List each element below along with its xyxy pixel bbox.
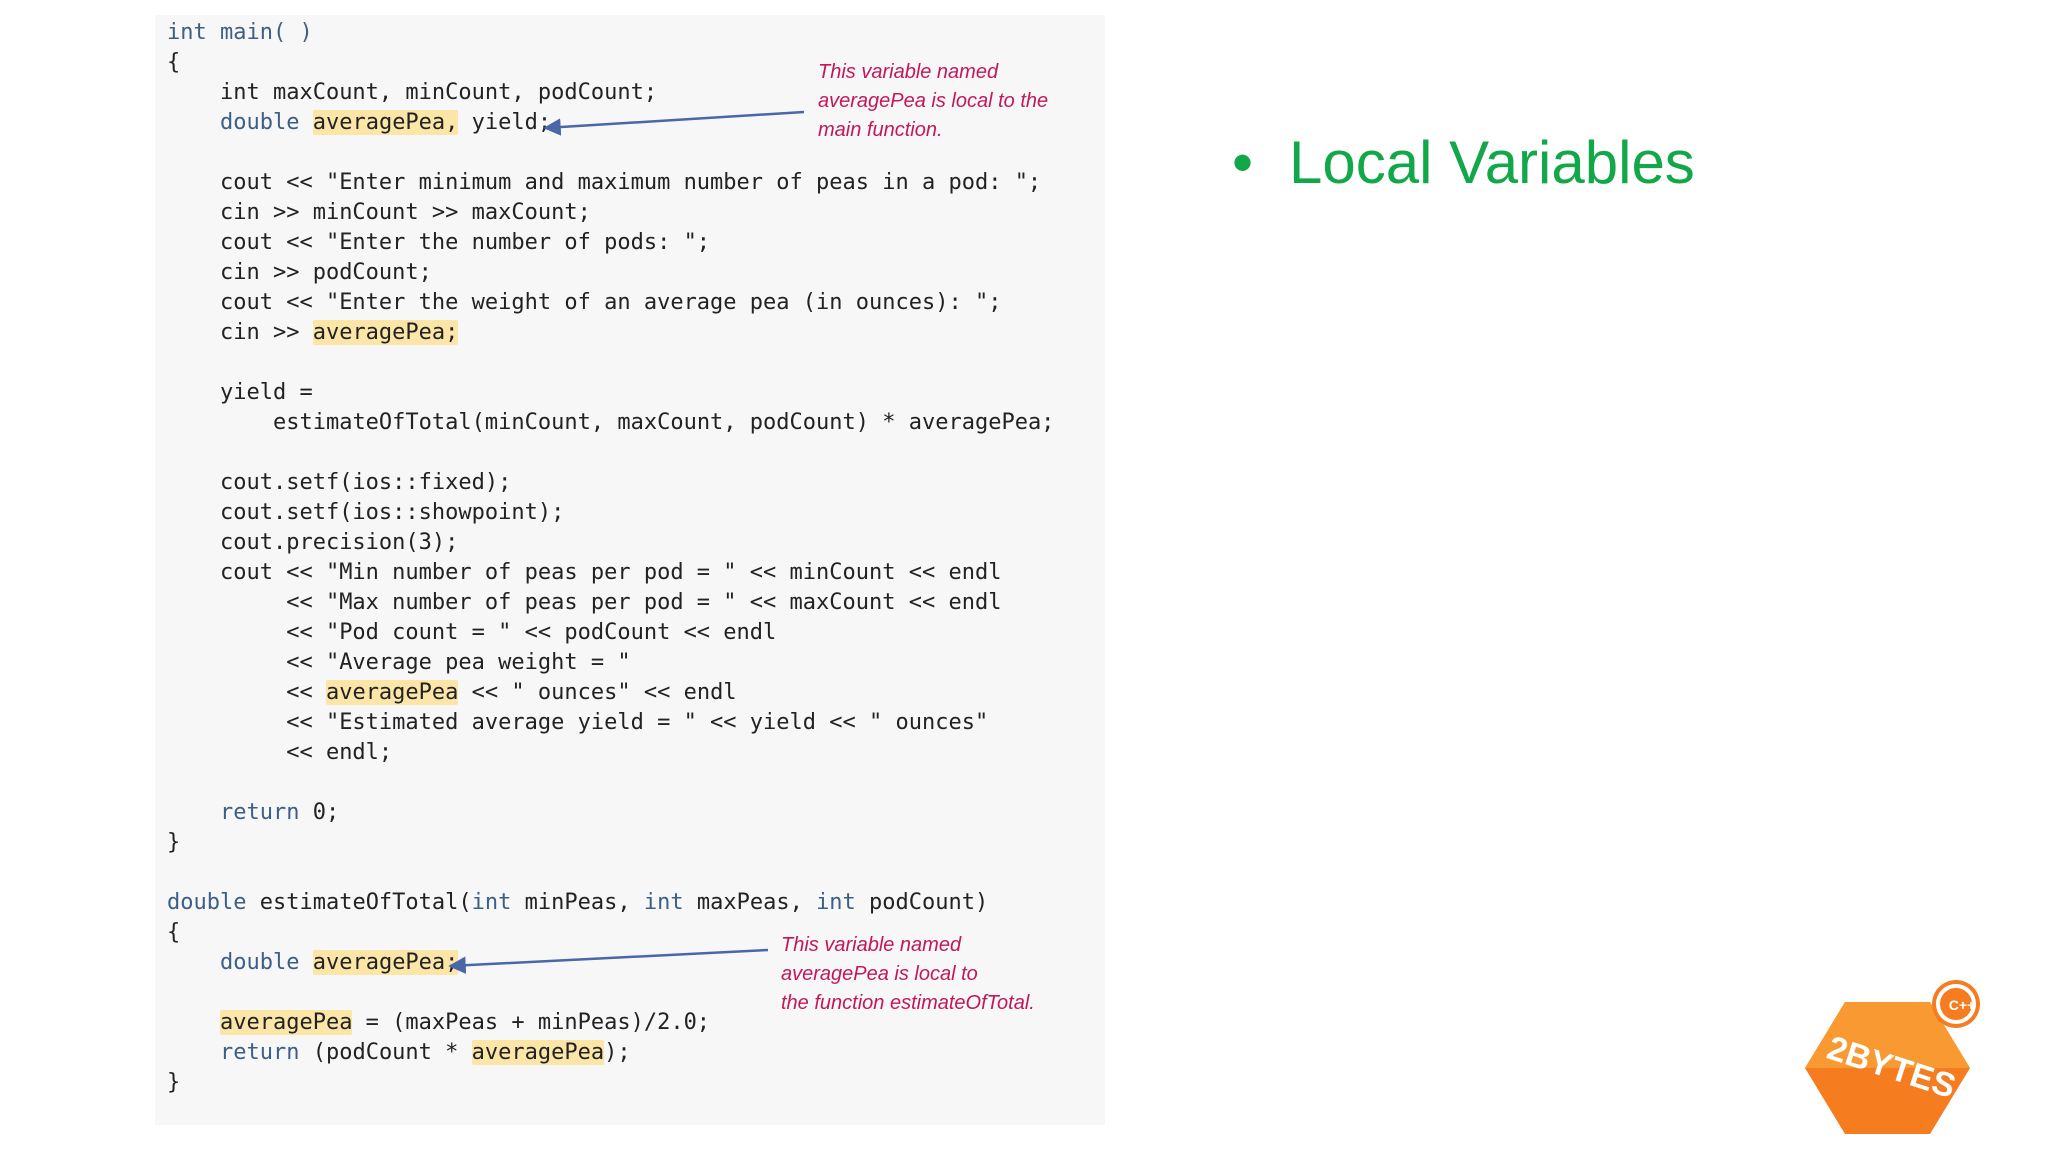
code-line: double averagePea; [167,948,1054,978]
annotation-func-local: This variable named averagePea is local … [781,934,1035,1014]
code-line: } [167,1070,181,1095]
code-text: maxPeas, [683,890,817,915]
code-line: << endl; [167,738,1054,768]
code-panel [155,15,1105,1125]
code-line: cout << "Min number of peas per pod = " … [167,558,1054,588]
code-line: return (podCount * averagePea); [167,1038,1054,1068]
code-line: { [167,920,181,945]
code-line: int main( ) [167,18,1054,48]
code-keyword: double [219,110,300,135]
code-line: << "Pod count = " << podCount << endl [167,618,1054,648]
code-text: (podCount * [299,1040,472,1065]
code-text: cin >> minCount >> maxCount; [219,200,591,225]
code-text: cin >> [219,320,313,345]
code-line: << "Estimated average yield = " << yield… [167,708,1054,738]
code-text: cout << "Min number of peas per pod = " … [219,560,1002,585]
code-text: ); [604,1040,631,1065]
code-text: cin >> podCount; [219,260,432,285]
bullet-local-variables: • Local Variables [1232,128,1695,197]
code-line-main-sig: int main( ) [167,20,313,45]
code-keyword: double [167,890,247,915]
highlight-averagepea-func: averagePea; [312,950,459,975]
code-text: minPeas, [511,890,644,915]
code-line: double estimateOfTotal(int minPeas, int … [167,888,1054,918]
code-text: cout << "Enter minimum and maximum numbe… [219,170,1042,195]
code-text: yield = [219,380,313,405]
logo-badge-text: C++ [1949,997,1975,1013]
code-line: cin >> averagePea; [167,318,1054,348]
code-line-blank [167,438,1054,468]
highlight-averagepea-main: averagePea, [312,110,459,135]
code-text: << " ounces" << endl [458,680,737,705]
code-text: 0; [299,800,340,825]
code-listing: int main( ) { int maxCount, minCount, pod… [167,18,1054,1098]
code-text: << "Average pea weight = " [219,650,631,675]
code-line: int maxCount, minCount, podCount; [167,78,1054,108]
code-line: << "Max number of peas per pod = " << ma… [167,588,1054,618]
bullet-dot-icon: • [1232,129,1254,196]
code-decl-ints: int maxCount, minCount, podCount; [219,80,658,105]
code-text: << "Pod count = " << podCount << endl [219,620,777,645]
code-text: cout.setf(ios::fixed); [219,470,512,495]
code-text: estimateOfTotal( [246,890,472,915]
code-line: double averagePea, yield; [167,108,1054,138]
highlight-averagepea-output: averagePea [325,680,459,705]
2bytes-logo: 2BYTES C++ [1805,980,1980,1134]
code-text: podCount) [855,890,989,915]
code-keyword: int [471,890,512,915]
code-line: { [167,50,181,75]
code-keyword: return [219,1040,300,1065]
code-line: << averagePea << " ounces" << endl [167,678,1054,708]
code-text: cout << "Enter the number of pods: "; [219,230,711,255]
code-line: cout << "Enter minimum and maximum numbe… [167,168,1054,198]
code-line-blank [167,768,1054,798]
code-keyword: return [219,800,300,825]
code-line-blank [167,858,1054,888]
code-line: } [167,830,181,855]
code-text: cout << "Enter the weight of an average … [219,290,1002,315]
code-line: cout << "Enter the weight of an average … [167,288,1054,318]
code-line: cout.setf(ios::showpoint); [167,498,1054,528]
code-text: yield; [458,110,552,135]
code-line: cout.precision(3); [167,528,1054,558]
code-line: cin >> podCount; [167,258,1054,288]
highlight-averagepea-cin: averagePea; [312,320,459,345]
code-line: cin >> minCount >> maxCount; [167,198,1054,228]
bullet-text: Local Variables [1289,129,1695,196]
code-text: << endl; [219,740,393,765]
code-text: << "Estimated average yield = " << yield… [219,710,989,735]
highlight-averagepea-assign: averagePea [219,1010,353,1035]
code-line: cout << "Enter the number of pods: "; [167,228,1054,258]
annotation-main-local: This variable named averagePea is local … [818,61,1049,141]
code-line-blank [167,348,1054,378]
code-text: << "Max number of peas per pod = " << ma… [219,590,1002,615]
highlight-averagepea-return: averagePea [471,1040,605,1065]
code-text: = (maxPeas + minPeas)/2.0; [352,1010,711,1035]
code-line: cout.setf(ios::fixed); [167,468,1054,498]
code-keyword: int [816,890,856,915]
code-text: << [219,680,326,705]
code-line: yield = [167,378,1054,408]
code-line: return 0; [167,798,1054,828]
code-line: averagePea = (maxPeas + minPeas)/2.0; [167,1008,1054,1038]
code-text: cout.setf(ios::showpoint); [219,500,565,525]
code-keyword: double [219,950,300,975]
code-keyword: int [643,890,684,915]
code-text: cout.precision(3); [219,530,459,555]
code-line: estimateOfTotal(minCount, maxCount, podC… [167,408,1054,438]
code-text: estimateOfTotal(minCount, maxCount, podC… [272,410,1055,435]
code-line: << "Average pea weight = " [167,648,1054,678]
